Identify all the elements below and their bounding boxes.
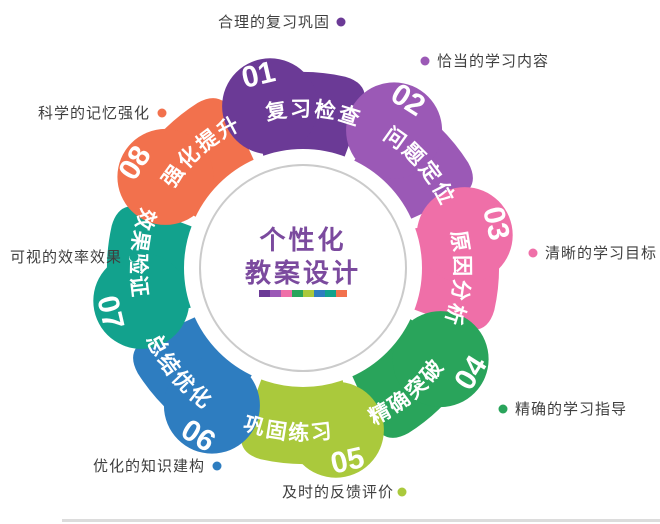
annotation-dot-06 bbox=[212, 461, 222, 471]
color-bar-segment bbox=[292, 290, 303, 297]
bottom-divider bbox=[62, 519, 660, 522]
annotation-06: 优化的知识建构 bbox=[93, 458, 205, 475]
color-bar-segment bbox=[325, 290, 336, 297]
annotation-08: 科学的记忆强化 bbox=[38, 105, 150, 122]
annotation-dot-07 bbox=[129, 252, 139, 262]
petal-number-03: 03 bbox=[476, 204, 516, 244]
annotations: 合理的复习巩固 恰当的学习内容 清晰的学习目标 精确的学习指导 及时的反馈评价 … bbox=[10, 13, 657, 501]
center-title: 个性化 教案设计 bbox=[245, 225, 361, 297]
petal-number-05: 05 bbox=[328, 441, 368, 481]
petal-number-01: 01 bbox=[239, 55, 279, 95]
annotation-dot-05 bbox=[397, 487, 407, 497]
annotation-07: 可视的效率效果 bbox=[10, 249, 122, 266]
inner-gap-ring bbox=[184, 149, 422, 387]
annotation-05: 及时的反馈评价 bbox=[282, 484, 394, 501]
annotation-dot-03 bbox=[528, 248, 538, 258]
center-title-line2: 教案设计 bbox=[245, 258, 361, 288]
center-circle bbox=[199, 164, 407, 372]
color-bar-segment bbox=[281, 290, 292, 297]
color-bar-segment bbox=[303, 290, 314, 297]
color-bar-segment bbox=[314, 290, 325, 297]
color-bar-segment bbox=[270, 290, 281, 297]
annotation-04: 精确的学习指导 bbox=[515, 401, 627, 418]
annotation-01: 合理的复习巩固 bbox=[218, 13, 330, 31]
center-title-line1: 个性化 bbox=[259, 225, 346, 255]
annotation-dot-01 bbox=[336, 17, 346, 27]
color-bar-segment bbox=[336, 290, 347, 297]
petal-number-07: 07 bbox=[90, 293, 130, 333]
center-color-bar bbox=[259, 290, 347, 297]
annotation-dot-02 bbox=[420, 56, 430, 66]
annotation-02: 恰当的学习内容 bbox=[437, 53, 549, 70]
annotation-dot-04 bbox=[498, 404, 508, 414]
annotation-dot-08 bbox=[157, 108, 167, 118]
color-bar-segment bbox=[259, 290, 270, 297]
annotation-03: 清晰的学习目标 bbox=[545, 245, 657, 262]
petal-numbers: 01 02 03 04 05 06 07 08 bbox=[90, 55, 515, 480]
